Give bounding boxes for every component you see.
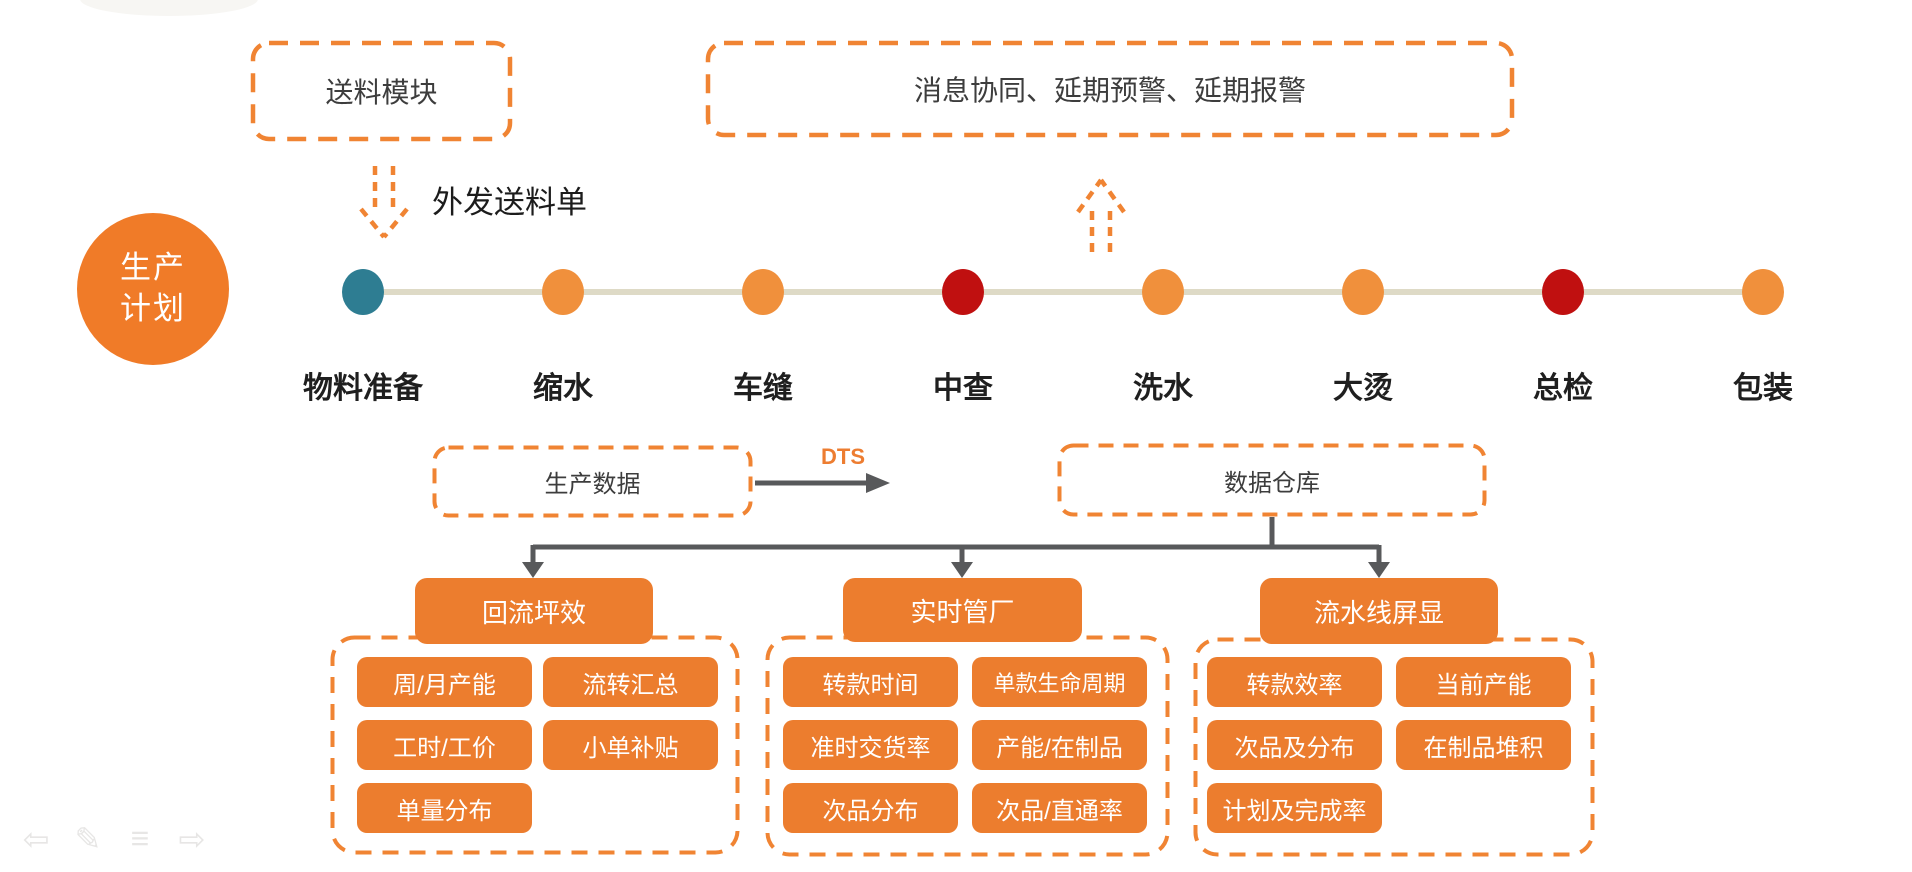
stage-label: 大烫: [1333, 372, 1393, 405]
stage-label: 包装: [1733, 372, 1793, 405]
branch-header-floor-efficiency: 回流坪效: [415, 578, 653, 644]
metric-pill: 单款生命周期: [972, 657, 1147, 707]
pen-icon[interactable]: ✎: [74, 821, 102, 857]
metric-pill: 流转汇总: [543, 657, 718, 707]
back-arrow-icon[interactable]: ⇦: [22, 821, 50, 857]
production-data-label: 生产数据: [544, 471, 641, 498]
stage-dot-shrinking: [542, 269, 584, 315]
stage-dot-material-prep: [342, 269, 384, 315]
metric-pill: 工时/工价: [357, 720, 532, 770]
metric-pill: 计划及完成率: [1207, 783, 1382, 833]
stage-label: 物料准备: [303, 372, 423, 405]
dts-arrow-label: DTS: [821, 444, 865, 469]
forward-arrow-icon[interactable]: ⇨: [178, 821, 206, 857]
message-coordination-box: 消息协同、延期预警、延期报警: [705, 40, 1515, 138]
metric-pill: 转款效率: [1207, 657, 1382, 707]
feeding-module-label: 送料模块: [325, 77, 438, 108]
metric-pill: 周/月产能: [357, 657, 532, 707]
timeline-line: [363, 289, 1767, 295]
metric-pill: 单量分布: [357, 783, 532, 833]
presenter-nav: ⇦ ✎ ≡ ⇨: [18, 820, 210, 858]
stage-label: 洗水: [1133, 372, 1193, 405]
dashed-border: [1057, 443, 1487, 517]
fanout-arrowheads: [522, 562, 1390, 578]
dashed-border: [432, 445, 753, 518]
production-data-box: 生产数据: [432, 445, 753, 518]
metric-pill: 准时交货率: [783, 720, 958, 770]
metric-pill: 小单补贴: [543, 720, 718, 770]
metric-pill: 次品及分布: [1207, 720, 1382, 770]
decorative-blob: [80, 0, 258, 16]
dashed-down-arrow-icon: [359, 166, 409, 239]
stage-label: 车缝: [733, 372, 793, 405]
metric-pill: 次品分布: [783, 783, 958, 833]
metric-pill: 转款时间: [783, 657, 958, 707]
stage-dot-ironing: [1342, 269, 1384, 315]
stage-dot-final-inspection: [1542, 269, 1584, 315]
branch-header-line-display: 流水线屏显: [1260, 578, 1498, 644]
branch-header-realtime-factory: 实时管厂: [843, 578, 1082, 642]
plan-circle-line2: 计划: [120, 291, 186, 326]
stage-dot-mid-inspection: [942, 269, 984, 315]
metric-pill: 次品/直通率: [972, 783, 1147, 833]
stage-dot-sewing: [742, 269, 784, 315]
warehouse-fanout-connector: [530, 517, 1382, 564]
stage-label: 中查: [933, 372, 993, 405]
dashed-border: [705, 40, 1515, 138]
feeding-module-box: 送料模块: [250, 40, 513, 142]
metric-pill: 在制品堆积: [1396, 720, 1571, 770]
stage-label: 缩水: [533, 372, 593, 405]
dashed-border: [250, 40, 513, 142]
stage-label: 总检: [1533, 372, 1593, 405]
outsource-feeding-note: 外发送料单: [432, 185, 587, 220]
stage-dot-washing: [1142, 269, 1184, 315]
slides-menu-icon[interactable]: ≡: [130, 820, 150, 856]
plan-circle-line1: 生产: [120, 250, 186, 286]
metric-pill: 产能/在制品: [972, 720, 1147, 770]
dashed-border: [330, 635, 740, 855]
data-warehouse-box: 数据仓库: [1057, 443, 1487, 517]
message-coordination-label: 消息协同、延期预警、延期报警: [913, 75, 1306, 106]
production-plan-circle: 生产 计划: [77, 213, 229, 365]
metric-pill: 当前产能: [1396, 657, 1571, 707]
branch-container-floor-efficiency: [330, 635, 740, 855]
dashed-up-arrow-icon: [1076, 178, 1126, 252]
stage-dot-packing: [1742, 269, 1784, 315]
data-warehouse-label: 数据仓库: [1224, 469, 1320, 497]
dts-arrow: [755, 473, 890, 493]
